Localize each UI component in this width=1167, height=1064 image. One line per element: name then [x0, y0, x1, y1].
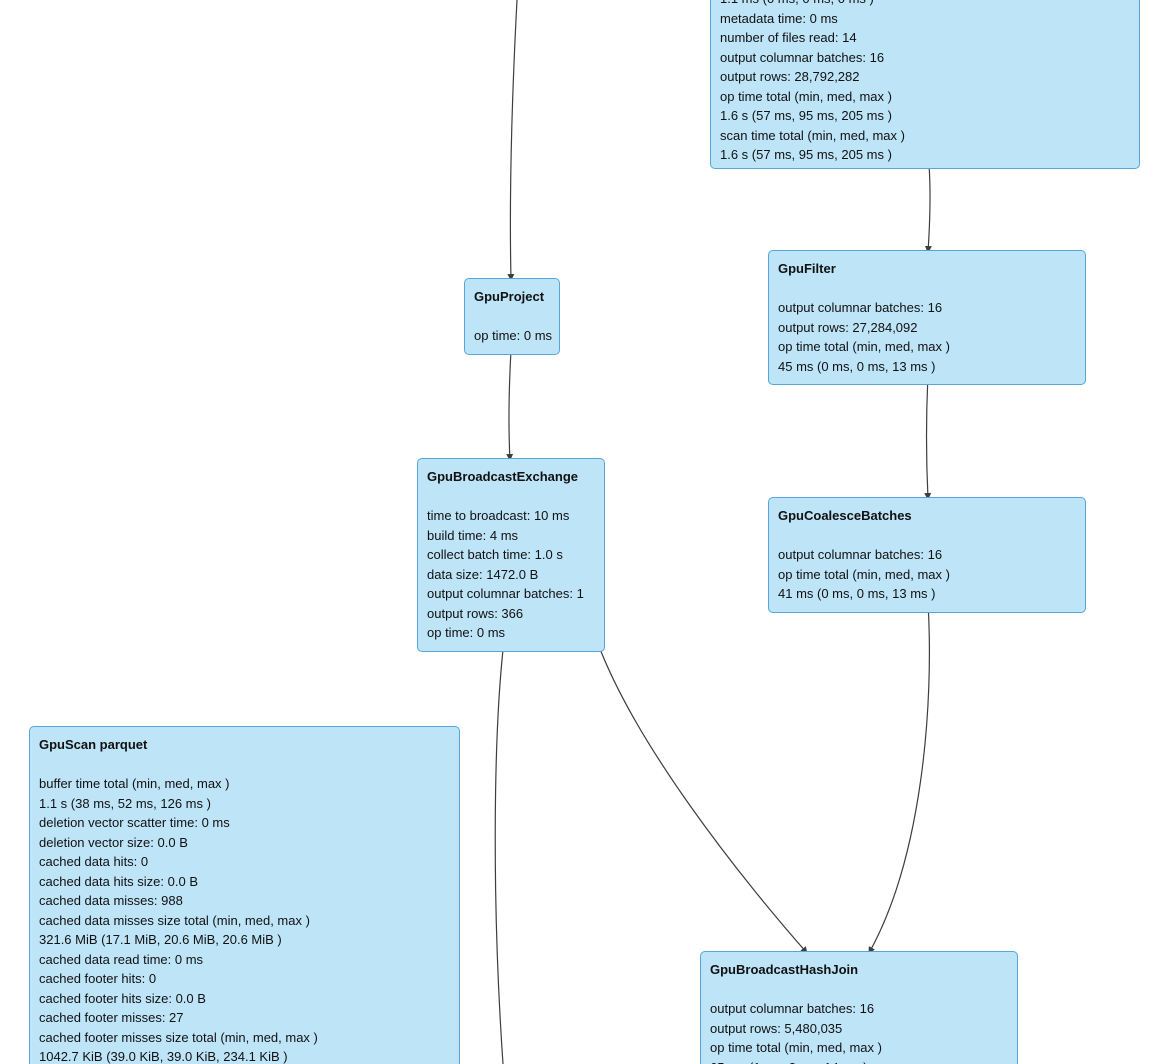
- node-title: GpuBroadcastHashJoin: [710, 962, 859, 977]
- edge-offscreen-to-gpuproject: [507, 0, 518, 281]
- plan-node-gpubroadcasthashjoin[interactable]: GpuBroadcastHashJoin output columnar bat…: [700, 951, 1018, 1064]
- metric-line: output columnar batches: 1: [427, 586, 584, 601]
- metric-line: 1.1 s (38 ms, 52 ms, 126 ms ): [39, 795, 211, 811]
- metric-line: cached data hits: 0: [39, 854, 149, 869]
- metric-line: output columnar batches: 16: [778, 300, 943, 315]
- edge-gpuproject-to-gpubroadcastexchange: [506, 349, 514, 461]
- metric-line: 1042.7 KiB (39.0 KiB, 39.0 KiB, 234.1 Ki…: [39, 1049, 288, 1064]
- metric-line: output rows: 5,480,035: [710, 1020, 843, 1036]
- metric-line: cached footer hits size: 0.0 B: [39, 990, 206, 1006]
- edge-gpuscan-to-gpufilter: [924, 164, 932, 253]
- metric-line: cached data misses size total (min, med,…: [39, 912, 310, 928]
- metric-line: time to broadcast: 10 ms: [427, 508, 570, 523]
- node-title: GpuCoalesceBatches: [778, 508, 912, 523]
- metric-line: output rows: 27,284,092: [778, 319, 918, 335]
- metric-line: 1.6 s (57 ms, 95 ms, 205 ms ): [720, 108, 892, 123]
- node-title: GpuScan parquet: [39, 737, 148, 752]
- edge-gpubroadcastexchange-to-offscreen: [494, 640, 505, 1064]
- metric-line: collect batch time: 1.0 s: [427, 547, 563, 562]
- metric-line: output columnar batches: 16: [720, 49, 885, 65]
- metric-line: cached data misses: 988: [39, 893, 183, 908]
- metric-line: 41 ms (0 ms, 0 ms, 13 ms ): [778, 586, 936, 601]
- metric-line: number of files read: 14: [720, 30, 857, 45]
- metric-line: cached data hits size: 0.0 B: [39, 873, 198, 889]
- plan-node-gpuscan-parquet[interactable]: GpuScan parquet buffer time total (min, …: [29, 726, 460, 1064]
- metric-line: data size: 1472.0 B: [427, 566, 539, 582]
- metric-line: metadata time: 0 ms: [720, 10, 838, 26]
- edge-gpufilter-to-gpucoalescebatches: [924, 374, 932, 500]
- metric-line: deletion vector scatter time: 0 ms: [39, 815, 230, 830]
- metric-line: cached footer hits: 0: [39, 971, 157, 986]
- plan-node-gpucoalescebatches[interactable]: GpuCoalesceBatches output columnar batch…: [768, 497, 1086, 613]
- metric-line: cached data read time: 0 ms: [39, 951, 204, 967]
- metric-line: op time total (min, med, max ): [778, 566, 950, 582]
- plan-node-gpubroadcastexchange[interactable]: GpuBroadcastExchange time to broadcast: …: [417, 458, 605, 652]
- metric-line: 45 ms (0 ms, 0 ms, 13 ms ): [778, 358, 936, 374]
- metric-line: output rows: 366: [427, 605, 524, 621]
- plan-node-gpuproject[interactable]: GpuProject op time: 0 ms: [464, 278, 560, 355]
- metric-line: op time: 0 ms: [427, 625, 506, 640]
- metric-line: build time: 4 ms: [427, 527, 519, 543]
- metric-line: op time total (min, med, max ): [778, 339, 950, 354]
- metric-line: 321.6 MiB (17.1 MiB, 20.6 MiB, 20.6 MiB …: [39, 932, 282, 947]
- metric-line: 65 ms (1 ms, 2 ms, 14 ms ): [710, 1058, 1008, 1064]
- node-title: GpuProject: [474, 289, 545, 304]
- metric-line: output columnar batches: 16: [778, 547, 943, 562]
- metric-line: output rows: 28,792,282: [720, 69, 860, 84]
- metric-line: op time total (min, med, max ): [720, 88, 892, 104]
- metric-line: cached footer misses: 27: [39, 1010, 184, 1025]
- plan-node-gpufilter[interactable]: GpuFilter output columnar batches: 16 ou…: [768, 250, 1086, 385]
- node-title: GpuFilter: [778, 261, 836, 276]
- metric-line: op time: 0 ms: [474, 328, 553, 343]
- metric-line: 1.1 ms (0 ms, 0 ms, 0 ms ): [720, 0, 1130, 9]
- metric-line: op time total (min, med, max ): [710, 1040, 882, 1055]
- metric-line: buffer time total (min, med, max ): [39, 776, 230, 791]
- edge-gpucoalescebatches-to-gpubroadcasthashjoin: [868, 602, 931, 954]
- metric-line: cached footer misses size total (min, me…: [39, 1029, 318, 1045]
- edge-gpubroadcastexchange-to-gpubroadcasthashjoin: [596, 640, 808, 954]
- metric-line: scan time total (min, med, max ): [720, 127, 905, 143]
- metric-line: deletion vector size: 0.0 B: [39, 834, 188, 850]
- node-title: GpuBroadcastExchange: [427, 469, 578, 484]
- metric-line: output columnar batches: 16: [710, 1001, 875, 1016]
- plan-node-scan-partial[interactable]: 1.1 ms (0 ms, 0 ms, 0 ms ) metadata time…: [710, 0, 1140, 169]
- metric-line: 1.6 s (57 ms, 95 ms, 205 ms ): [720, 147, 892, 162]
